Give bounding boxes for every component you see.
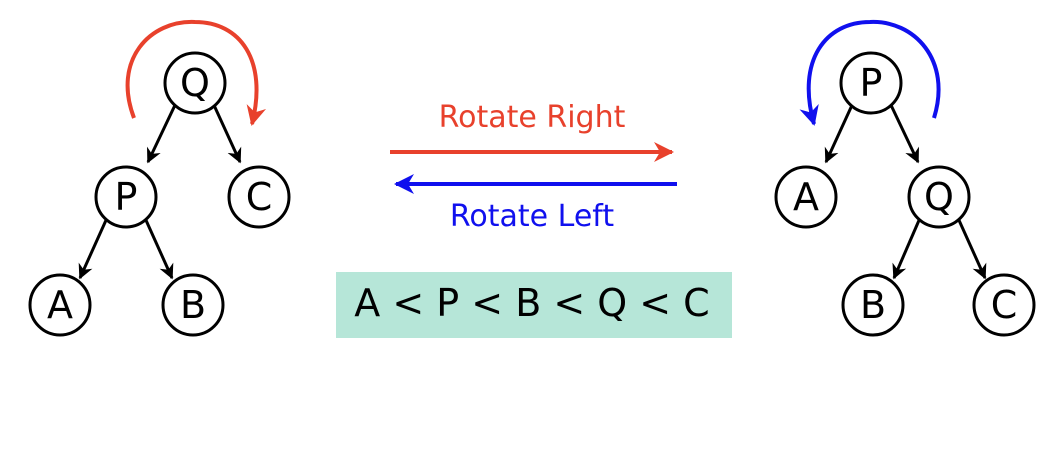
rotate-left-label: Rotate Left	[450, 199, 614, 234]
right-node-q-label: Q	[924, 175, 954, 219]
left-node-p: P	[94, 165, 158, 229]
edge-q-c	[211, 102, 242, 164]
edge-p-a	[78, 217, 109, 280]
right-node-q: Q	[907, 165, 971, 229]
left-node-p-label: P	[115, 175, 138, 219]
left-node-q-label: Q	[180, 61, 210, 105]
ordering-box: A < P < B < Q < C	[336, 272, 732, 338]
left-node-a: A	[28, 273, 92, 337]
ordering-text: A < P < B < Q < C	[354, 281, 709, 325]
left-node-b-label: B	[180, 283, 206, 327]
edge-q-p	[146, 102, 178, 164]
right-node-b-label: B	[860, 283, 886, 327]
right-node-a-label: A	[793, 175, 819, 219]
right-node-p: P	[839, 51, 903, 115]
left-node-c: C	[227, 165, 291, 229]
edge-q-b-right	[892, 217, 922, 280]
edge-p-q-right	[888, 102, 920, 164]
right-node-a: A	[774, 165, 838, 229]
right-tree: P A Q B C	[774, 19, 1036, 337]
edge-p-b	[143, 217, 174, 280]
right-node-c-label: C	[991, 283, 1018, 327]
rotate-right-label: Rotate Right	[439, 100, 626, 135]
left-node-b: B	[161, 273, 225, 337]
right-node-b: B	[841, 273, 905, 337]
edge-q-c-right	[956, 217, 987, 280]
ordering-background	[336, 272, 732, 338]
left-node-a-label: A	[47, 283, 73, 327]
edge-p-a-right	[824, 102, 855, 164]
left-node-c-label: C	[246, 175, 273, 219]
left-tree: Q P C A B	[28, 19, 291, 337]
right-rotation-arc	[799, 19, 941, 126]
left-rotation-arc	[125, 19, 267, 126]
right-node-p-label: P	[860, 61, 883, 105]
operations: Rotate Right Rotate Left	[390, 100, 677, 234]
right-node-c: C	[972, 273, 1036, 337]
left-node-q: Q	[163, 51, 227, 115]
